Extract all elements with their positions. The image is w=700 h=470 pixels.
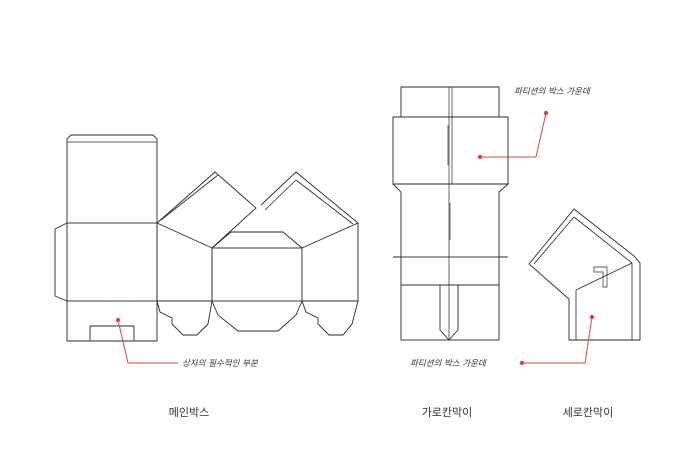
horizontal-divider-dieline — [392, 86, 510, 341]
caption-vertical-divider: 세로칸막이 — [563, 406, 614, 419]
caption-horizontal-divider: 가로칸막이 — [422, 406, 473, 419]
horizontal-divider-note: 파티션의 박스 가운데 — [514, 86, 591, 97]
annotation-horizontal-divider: 파티션의 박스 가운데 — [477, 86, 591, 160]
main-box-note: 상자의 필수적인 부분 — [182, 358, 259, 369]
annotation-main-box: 상자의 필수적인 부분 — [115, 317, 259, 369]
vertical-divider-note: 파티션의 박스 가운데 — [410, 358, 487, 369]
annotation-vertical-divider: 파티션의 박스 가운데 — [410, 314, 595, 369]
vertical-divider-dieline — [528, 208, 641, 341]
caption-main-box: 메인박스 — [169, 406, 209, 419]
main-box-dieline — [54, 134, 359, 342]
